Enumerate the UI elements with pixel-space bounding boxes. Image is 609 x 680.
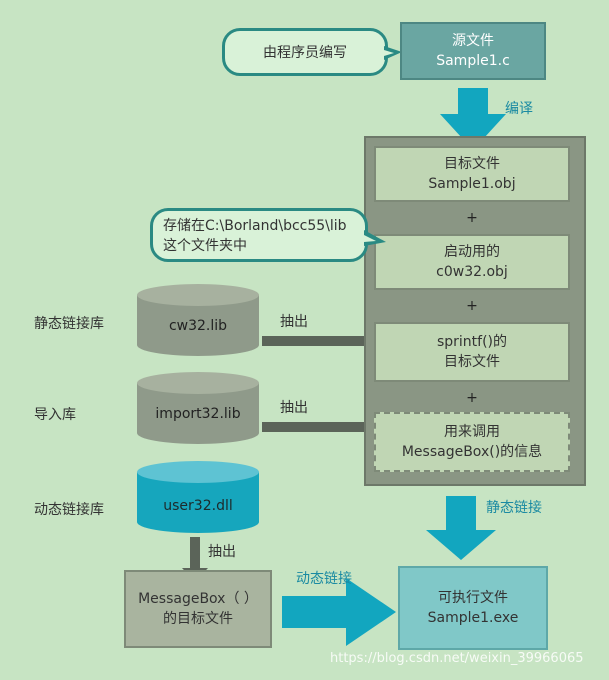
- startup-object-box: 启动用的 c0w32.obj: [374, 234, 570, 290]
- cw32-file-label: cw32.lib: [168, 318, 228, 334]
- dynamic-link-arrow: [282, 578, 396, 646]
- static-link-label: 静态链接: [486, 500, 542, 516]
- user32-file-label: user32.dll: [163, 498, 233, 514]
- extract-label-cw32: 抽出: [280, 314, 308, 330]
- extract-arrow-import32: [262, 416, 380, 438]
- executable-title: 可执行文件: [438, 590, 508, 606]
- sprintf-object-title: sprintf()的: [436, 334, 508, 350]
- target-object-title: 目标文件: [444, 156, 500, 172]
- dynamic-link-label: 动态链接: [296, 571, 352, 587]
- static-link-arrow: [426, 496, 496, 560]
- programmer-bubble-tail: [384, 46, 402, 60]
- extract-label-import32: 抽出: [280, 400, 308, 416]
- target-object-name: Sample1.obj: [428, 176, 516, 192]
- target-object-box: 目标文件 Sample1.obj: [374, 146, 570, 202]
- plus-sign-3: +: [466, 390, 478, 406]
- dynamic-library-label: 动态链接库: [34, 502, 104, 518]
- executable-name: Sample1.exe: [427, 610, 519, 626]
- startup-object-name: c0w32.obj: [436, 264, 508, 280]
- watermark: https://blog.csdn.net/weixin_39966065: [330, 651, 584, 666]
- cylinder-user32: [137, 461, 259, 533]
- source-file-box: 源文件 Sample1.c: [400, 22, 546, 80]
- extract-arrow-cw32: [262, 330, 380, 352]
- sprintf-object-subtitle: 目标文件: [444, 354, 500, 370]
- messagebox-object-title: MessageBox（ ）: [138, 591, 258, 607]
- messagebox-call-subtitle: MessageBox()的信息: [401, 444, 543, 460]
- import32-file-label: import32.lib: [155, 406, 241, 422]
- lib-location-line1: 存储在C:\Borland\bcc55\lib: [163, 218, 347, 234]
- source-file-name: Sample1.c: [436, 53, 510, 69]
- messagebox-call-box: 用来调用 MessageBox()的信息: [374, 412, 570, 472]
- startup-object-title: 启动用的: [444, 244, 500, 260]
- plus-sign-2: +: [466, 298, 478, 314]
- cylinder-cw32: [137, 284, 259, 356]
- import-library-label: 导入库: [34, 407, 76, 423]
- lib-location-line2: 这个文件夹中: [163, 238, 247, 254]
- static-library-label: 静态链接库: [34, 316, 104, 332]
- compile-arrow: [440, 88, 506, 150]
- messagebox-object-box: MessageBox（ ） 的目标文件: [124, 570, 272, 648]
- extract-label-user32: 抽出: [208, 544, 236, 560]
- lib-bubble-tail: [364, 230, 386, 246]
- cylinder-import32: [137, 372, 259, 444]
- programmer-note-bubble: 由程序员编写: [222, 28, 388, 76]
- lib-location-bubble: 存储在C:\Borland\bcc55\lib 这个文件夹中: [150, 208, 368, 262]
- messagebox-object-subtitle: 的目标文件: [163, 611, 233, 627]
- sprintf-object-box: sprintf()的 目标文件: [374, 322, 570, 382]
- compile-label: 编译: [505, 101, 533, 117]
- messagebox-call-title: 用来调用: [444, 424, 500, 440]
- plus-sign-1: +: [466, 210, 478, 226]
- executable-box: 可执行文件 Sample1.exe: [398, 566, 548, 650]
- source-file-title: 源文件: [452, 33, 494, 49]
- programmer-note-text: 由程序员编写: [263, 45, 347, 61]
